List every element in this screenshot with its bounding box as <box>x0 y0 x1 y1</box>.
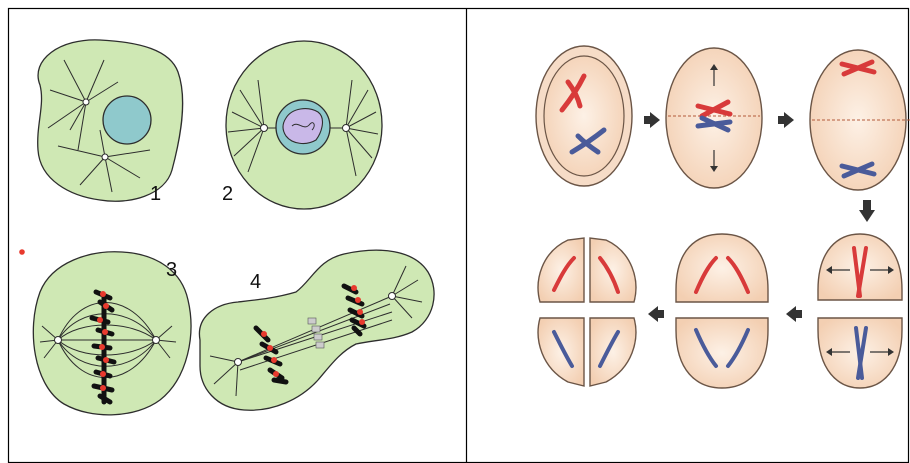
stray-red-dot <box>19 249 25 255</box>
upper-half <box>676 234 768 302</box>
meiosis-cell-2 <box>666 48 762 188</box>
daughter-cell-lower-right <box>590 318 636 386</box>
centrosome <box>83 99 89 105</box>
mitosis-stage-2-cell <box>226 41 382 209</box>
mitosis-panel: 1 2 3 4 <box>0 0 466 463</box>
centrosome <box>153 337 160 344</box>
meiosis-panel <box>466 0 910 463</box>
stage-label-2: 2 <box>222 183 233 205</box>
daughter-cell-lower-left <box>538 318 584 386</box>
meiosis-daughter-cells <box>538 238 636 386</box>
meiosis-cell-4 <box>818 234 902 388</box>
lower-half <box>676 318 768 388</box>
arrow-left-shaft <box>794 310 802 318</box>
stage-label-3: 3 <box>166 259 177 281</box>
stage-label-4: 4 <box>250 271 261 293</box>
centrosome <box>343 125 350 132</box>
arrow-right-shaft <box>644 116 652 124</box>
arrow-down-icon <box>859 210 875 222</box>
mitosis-stage-1-cell <box>38 40 183 201</box>
arrow-left-shaft <box>656 310 664 318</box>
daughter-cell-upper-right <box>590 238 636 302</box>
centrosome <box>55 337 62 344</box>
mitosis-stage-4-cell <box>199 250 434 410</box>
stage-label-1: 1 <box>150 183 161 205</box>
daughter-cell-upper-left <box>538 238 584 302</box>
centrosome <box>102 154 108 160</box>
meiosis-cell-3 <box>810 50 910 190</box>
centrosome <box>389 293 396 300</box>
meiosis-diagram <box>466 0 910 463</box>
meiosis-cell-5 <box>676 234 768 388</box>
arrow-right-shaft <box>778 116 786 124</box>
nucleus <box>103 96 151 144</box>
centrosome <box>261 125 268 132</box>
mitosis-diagram: 1 2 3 4 <box>0 0 466 463</box>
meiosis-cell-1 <box>536 46 632 186</box>
centrosome <box>235 359 242 366</box>
